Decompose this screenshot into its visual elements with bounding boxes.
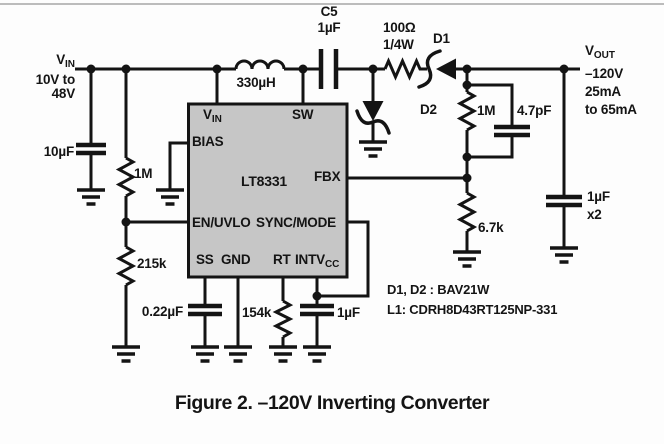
diode-d2-symbol xyxy=(355,101,391,135)
output-cap-label: 1µF x2 xyxy=(587,189,610,222)
cap-022uf-label: 0.22µF xyxy=(141,304,183,319)
ic-body xyxy=(187,102,349,279)
ss-branch xyxy=(188,277,222,347)
inductor-symbol xyxy=(234,59,286,70)
top-rule xyxy=(0,3,664,5)
cap-1uf-intvcc-label: 1µF xyxy=(337,305,360,320)
pin-fbx-label: FBX xyxy=(314,169,341,184)
resistor-100ohm-label: 100Ω 1/4W xyxy=(383,20,416,52)
pin-sync-mode-label: SYNC/MODE xyxy=(256,215,336,230)
resistor-100ohm-symbol xyxy=(383,57,427,81)
resistor-215k-symbol xyxy=(115,245,137,287)
output-cap-branch xyxy=(546,69,582,248)
diode-d2-label: D2 xyxy=(420,102,437,117)
ic-part-number: LT8331 xyxy=(241,173,288,189)
pin-en-uvlo-label: EN/UVLO xyxy=(192,215,251,230)
note-inductor: L1: CDRH8D43RT125NP-331 xyxy=(387,302,558,317)
resistor-1m-feedback-label: 1M xyxy=(477,103,496,118)
diode-d1-symbol xyxy=(417,49,456,89)
wire-syncmode-intvcc xyxy=(317,220,370,298)
diode-d1-label: D1 xyxy=(433,31,450,46)
resistor-1m-input-label: 1M xyxy=(134,166,153,181)
intvcc-branch xyxy=(300,277,334,347)
capacitor-022uf-symbol xyxy=(188,303,222,317)
pin-intvcc-label: INTVCC xyxy=(295,252,340,270)
capacitor-c5-symbol xyxy=(318,49,339,89)
rt-branch xyxy=(272,277,294,347)
resistor-154k-label: 154k xyxy=(242,305,272,320)
pin-bias-label: BIAS xyxy=(192,134,224,149)
capacitor-1uf-x2-symbol xyxy=(546,194,582,208)
cap-c5-label: C5 1µF xyxy=(317,4,341,35)
resistor-67k-label: 6.7k xyxy=(478,220,504,235)
resistor-215k-label: 215k xyxy=(137,256,167,271)
pin-vin-label: VIN xyxy=(203,107,222,125)
note-diodes: D1, D2 : BAV21W xyxy=(387,282,490,297)
cap-47pf-label: 4.7pF xyxy=(517,103,552,118)
resistor-67k-symbol xyxy=(456,191,478,233)
capacitor-47pf-symbol xyxy=(494,124,530,138)
junction-dots xyxy=(86,64,569,301)
capacitor-1uf-intvcc-symbol xyxy=(300,303,334,317)
capacitor-10uf-symbol xyxy=(76,69,106,190)
pin-gnd-label: GND xyxy=(221,252,251,267)
inductor-label: 330µH xyxy=(236,75,276,90)
resistor-154k-symbol xyxy=(272,299,294,339)
ground-symbols xyxy=(77,140,578,363)
resistor-1m-input-symbol xyxy=(115,156,137,198)
pin-rt-label: RT xyxy=(273,252,291,267)
pin-sw-label: SW xyxy=(292,107,314,122)
figure-caption: Figure 2. –120V Inverting Converter xyxy=(174,392,490,414)
input-rail-label: VIN 10V to 48V xyxy=(35,52,76,101)
cap-10uf-label: 10µF xyxy=(43,144,74,159)
wire-bias xyxy=(168,141,188,190)
pin-ss-label: SS xyxy=(196,252,214,267)
resistor-1m-feedback-symbol xyxy=(456,90,478,132)
output-rail-label: VOUT –120V 25mA to 65mA xyxy=(585,43,637,117)
